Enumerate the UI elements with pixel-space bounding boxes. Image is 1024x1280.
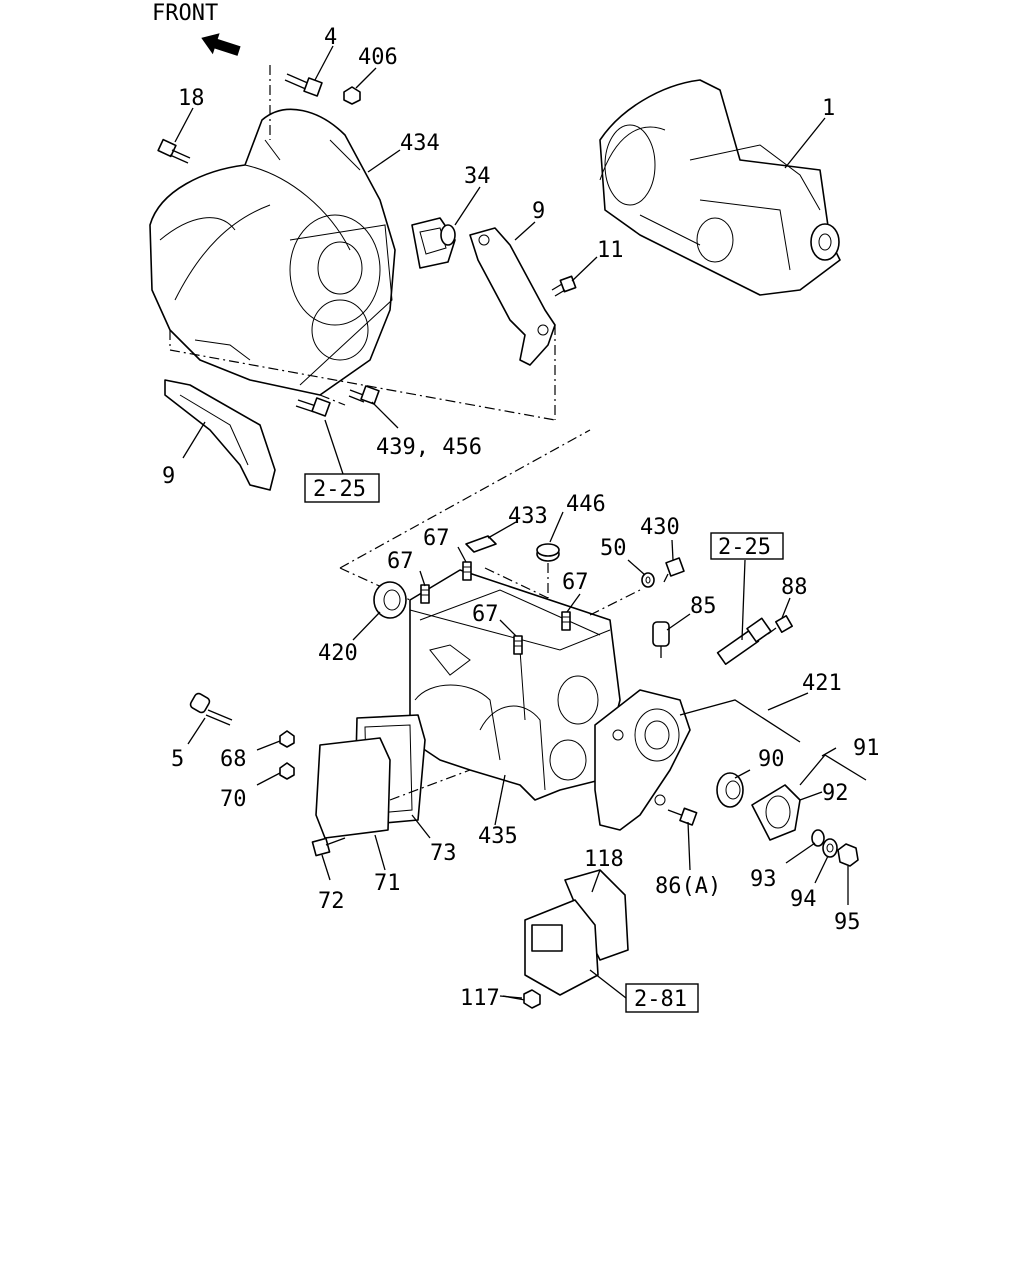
flange-92: [751, 784, 801, 841]
stud-67-a: [420, 584, 430, 604]
callout-4: 4: [324, 25, 337, 50]
callout-446: 446: [566, 492, 606, 517]
callout-85: 85: [690, 594, 717, 619]
ref-box-2-81[interactable]: 2-81: [625, 983, 699, 1013]
callout-67-a: 67: [387, 549, 414, 574]
callout-88: 88: [781, 575, 808, 600]
bolt-88: [767, 615, 793, 635]
callout-90: 90: [758, 747, 785, 772]
bolt-11: [551, 275, 577, 297]
callout-73: 73: [430, 841, 457, 866]
bracket-9-upper: [469, 227, 556, 366]
callout-430: 430: [640, 515, 680, 540]
leader-lines: [174, 45, 867, 999]
bolt-72: [311, 837, 346, 857]
shift-cover-118: [524, 869, 629, 996]
plug-430: [663, 557, 685, 583]
svg-text:2-25: 2-25: [313, 477, 366, 502]
ref-box-2-25-top[interactable]: 2-25: [304, 473, 380, 503]
callout-67-d: 67: [472, 602, 499, 627]
ref-box-2-25-right[interactable]: 2-25: [710, 532, 784, 560]
callout-9-upper: 9: [532, 199, 545, 224]
washer-50: [641, 572, 655, 588]
callout-439-456: 439, 456: [376, 435, 482, 460]
callout-421: 421: [802, 671, 842, 696]
seal-34: [411, 217, 456, 269]
nut-95: [837, 843, 859, 867]
stud-67-d: [513, 635, 523, 655]
bolt-4: [284, 73, 323, 97]
callout-68: 68: [220, 747, 247, 772]
stud-67-b: [462, 561, 472, 581]
callout-91: 91: [853, 736, 880, 761]
speedometer-driven-gear: [716, 617, 772, 666]
callout-93: 93: [750, 867, 777, 892]
callout-92: 92: [822, 781, 849, 806]
oil-seal-90: [716, 772, 744, 808]
callout-434: 434: [400, 131, 440, 156]
callout-18: 18: [178, 86, 205, 111]
stud-67-c: [561, 611, 571, 631]
callout-95: 95: [834, 910, 861, 935]
rear-cover-421: [594, 689, 691, 831]
callout-435: 435: [478, 824, 518, 849]
bracket-9-lower: [164, 379, 276, 491]
bolt-439: [348, 385, 380, 405]
switch-85: [652, 621, 670, 658]
front-arrow-icon: [201, 33, 241, 56]
washer-94: [822, 838, 838, 858]
callout-67-b: 67: [423, 526, 450, 551]
callout-406: 406: [358, 45, 398, 70]
callout-94: 94: [790, 887, 817, 912]
bolt-86a: [667, 807, 698, 826]
nut-406: [343, 86, 361, 105]
plate-433: [465, 535, 497, 553]
seal-420: [373, 581, 407, 619]
callout-117: 117: [460, 986, 500, 1011]
o-ring-93: [811, 829, 825, 847]
cap-446: [536, 543, 560, 562]
callout-50: 50: [600, 536, 627, 561]
callout-86a: 86(A): [655, 874, 721, 899]
callout-420: 420: [318, 641, 358, 666]
callout-433: 433: [508, 504, 548, 529]
callout-labels: 1 4 406 18 434 34 9 11 439, 456 9 433 44…: [162, 25, 880, 1011]
callout-5: 5: [171, 747, 184, 772]
callout-118: 118: [584, 847, 624, 872]
side-cover-71: [315, 737, 391, 839]
front-label: FRONT: [152, 1, 218, 26]
callout-72: 72: [318, 889, 345, 914]
bolt-117: [502, 989, 541, 1009]
bolt-2-25: [295, 397, 331, 417]
nut-68: [279, 730, 295, 748]
svg-text:2-81: 2-81: [634, 987, 687, 1012]
callout-70: 70: [220, 787, 247, 812]
nut-70: [279, 762, 295, 780]
transmission-case-435: [409, 569, 621, 801]
callout-34: 34: [464, 164, 491, 189]
callout-1: 1: [822, 96, 835, 121]
bolt-18: [157, 138, 191, 164]
transmission-assembly-1: [599, 79, 841, 296]
plug-5: [189, 692, 233, 726]
callout-9-lower: 9: [162, 464, 175, 489]
svg-text:2-25: 2-25: [718, 535, 771, 560]
callout-71: 71: [374, 871, 401, 896]
callout-67-c: 67: [562, 570, 589, 595]
clutch-housing-434: [149, 108, 396, 396]
callout-11: 11: [597, 238, 624, 263]
